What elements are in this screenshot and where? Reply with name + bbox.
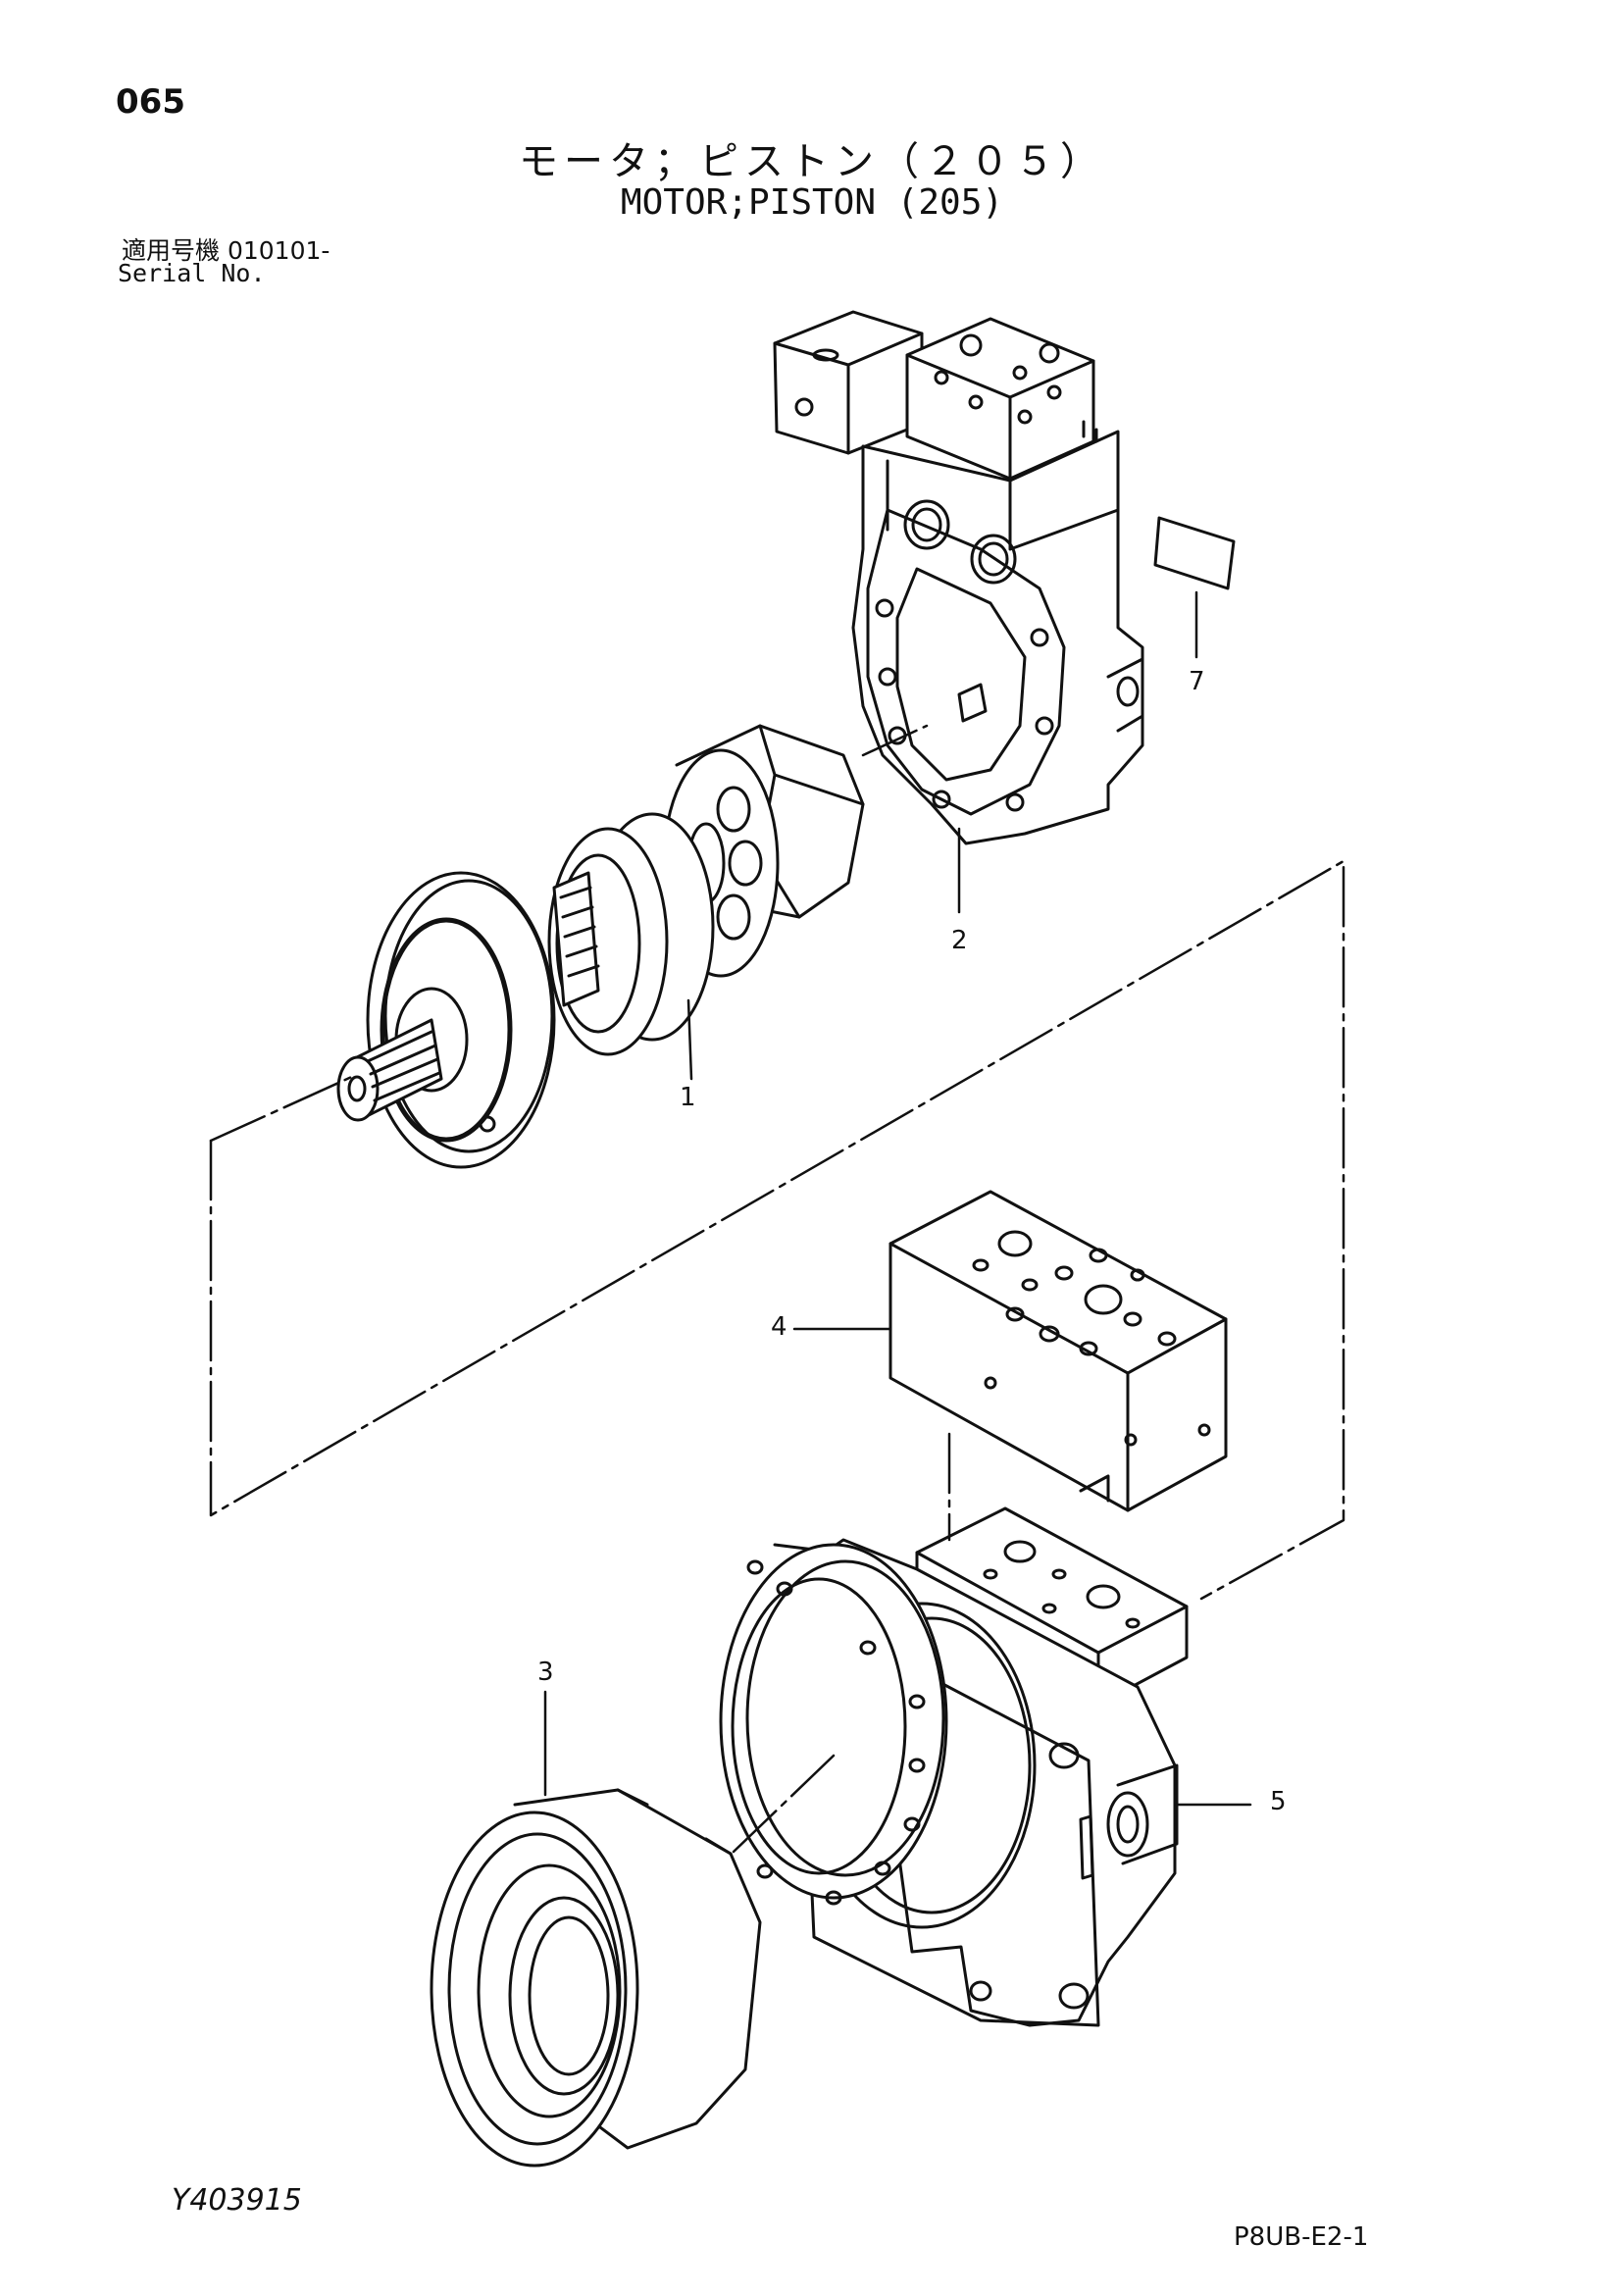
assembly-lines xyxy=(209,724,1345,1854)
page-number: 065 xyxy=(116,82,185,122)
part-1-rotary-group[interactable] xyxy=(336,724,865,1169)
callout-part-2[interactable]: 2 xyxy=(951,926,968,955)
callout-part-7[interactable]: 7 xyxy=(1189,667,1205,696)
serial-number-label: Serial No. xyxy=(118,259,266,287)
page-title: MOTOR;PISTON (205) xyxy=(620,182,1004,223)
part-3-drum-housing[interactable] xyxy=(430,1788,762,2168)
callout-part-3[interactable]: 3 xyxy=(537,1658,554,1687)
page-title-japanese: モータ；ピストン（２０５） xyxy=(519,139,1105,184)
leader-lines xyxy=(543,590,1252,1807)
mounting-ring-flange[interactable] xyxy=(719,1543,948,1906)
part-7-name-plate[interactable] xyxy=(1153,516,1236,590)
page-code: P8UB-E2-1 xyxy=(1234,2222,1369,2252)
callout-part-1[interactable]: 1 xyxy=(680,1083,696,1112)
figure-code: Y403915 xyxy=(172,2183,302,2218)
part-2-valve-casing[interactable] xyxy=(773,310,1144,845)
serial-range-label: 適用号機 010101- xyxy=(122,236,330,265)
callout-part-4[interactable]: 4 xyxy=(771,1312,787,1342)
part-4-valve-block[interactable] xyxy=(888,1190,1228,1512)
callout-part-5[interactable]: 5 xyxy=(1270,1787,1287,1816)
